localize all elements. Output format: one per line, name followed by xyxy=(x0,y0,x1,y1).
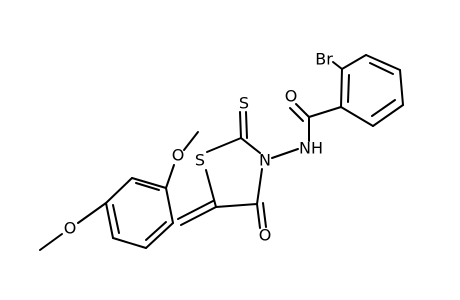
benzene-ring-bond xyxy=(399,69,404,106)
methoxy-left-oxygen-atom-label: O xyxy=(64,219,77,238)
benzene-ring-inner-bond xyxy=(371,99,396,117)
amide-carbonyl-double-bond-b xyxy=(289,107,304,122)
benzene-ring-bond xyxy=(372,104,404,127)
aryl-to-methoxy-oxygen-bond xyxy=(165,164,175,189)
ring-carbonyl-double-bond-b xyxy=(262,202,267,228)
bond-layer xyxy=(39,54,404,251)
methoxy-oxygen-to-methyl-bond xyxy=(39,233,63,251)
exocyclic-double-bond-a xyxy=(180,206,217,226)
ring-nitrogen-atom-label: N xyxy=(259,151,271,170)
methoxy-top-oxygen-atom-label: O xyxy=(172,146,185,165)
benzene-ring-inner-bond xyxy=(369,62,394,75)
benzene-ring-bond xyxy=(365,54,401,71)
ring-carbonyl-double-bond-a xyxy=(256,203,261,229)
ring-sulfur-atom-label: S xyxy=(195,151,205,170)
aryl-ring-inner-bond xyxy=(145,221,167,241)
methoxy-oxygen-to-methyl-bond xyxy=(183,131,199,151)
aryl-ring-bond xyxy=(145,222,174,249)
benzene-ring-bond xyxy=(340,106,374,127)
thione-sulfur-atom-label: S xyxy=(239,94,249,113)
bromine-atom-label: Br xyxy=(315,50,333,69)
amide-nh-label: NH xyxy=(299,139,323,158)
aryl-ring-bond xyxy=(105,177,133,204)
thione-double-bond-a xyxy=(239,111,242,139)
ring-c4-to-n-bond xyxy=(256,168,263,205)
aryl-ring-inner-bond xyxy=(112,204,120,234)
benzene-ring-inner-bond xyxy=(347,74,350,103)
ring-to-carbonyl-bond xyxy=(308,106,342,118)
atom-label-layer: Br O NH N S S O O O xyxy=(64,50,333,245)
aryl-ring-bond xyxy=(165,187,174,224)
aryl-ring-bond xyxy=(112,237,147,249)
amide-carbonyl-double-bond-a xyxy=(295,103,310,118)
ring-s-to-c5-bond xyxy=(205,169,217,208)
aryl-to-methoxy-oxygen-bond xyxy=(77,202,107,224)
benzene-ring-bond xyxy=(340,68,343,108)
ring-c5-to-c4-bond xyxy=(215,203,258,208)
nh-to-ring-nitrogen-bond xyxy=(271,148,299,159)
ring-n-to-c2-bond xyxy=(240,137,261,154)
ring-carbonyl-oxygen-atom-label: O xyxy=(259,226,272,245)
amide-oxygen-atom-label: O xyxy=(285,87,298,106)
aryl-ring-bond xyxy=(105,202,114,239)
carbon-bromine-bond xyxy=(332,61,343,70)
ring-c2-to-s-bond xyxy=(206,137,242,153)
aryl-ring-inner-bond xyxy=(135,182,160,191)
thione-double-bond-b xyxy=(245,111,248,139)
aryl-ring-bond xyxy=(131,177,167,189)
exocyclic-double-bond-b xyxy=(177,200,214,220)
benzene-ring-bond xyxy=(341,54,367,70)
